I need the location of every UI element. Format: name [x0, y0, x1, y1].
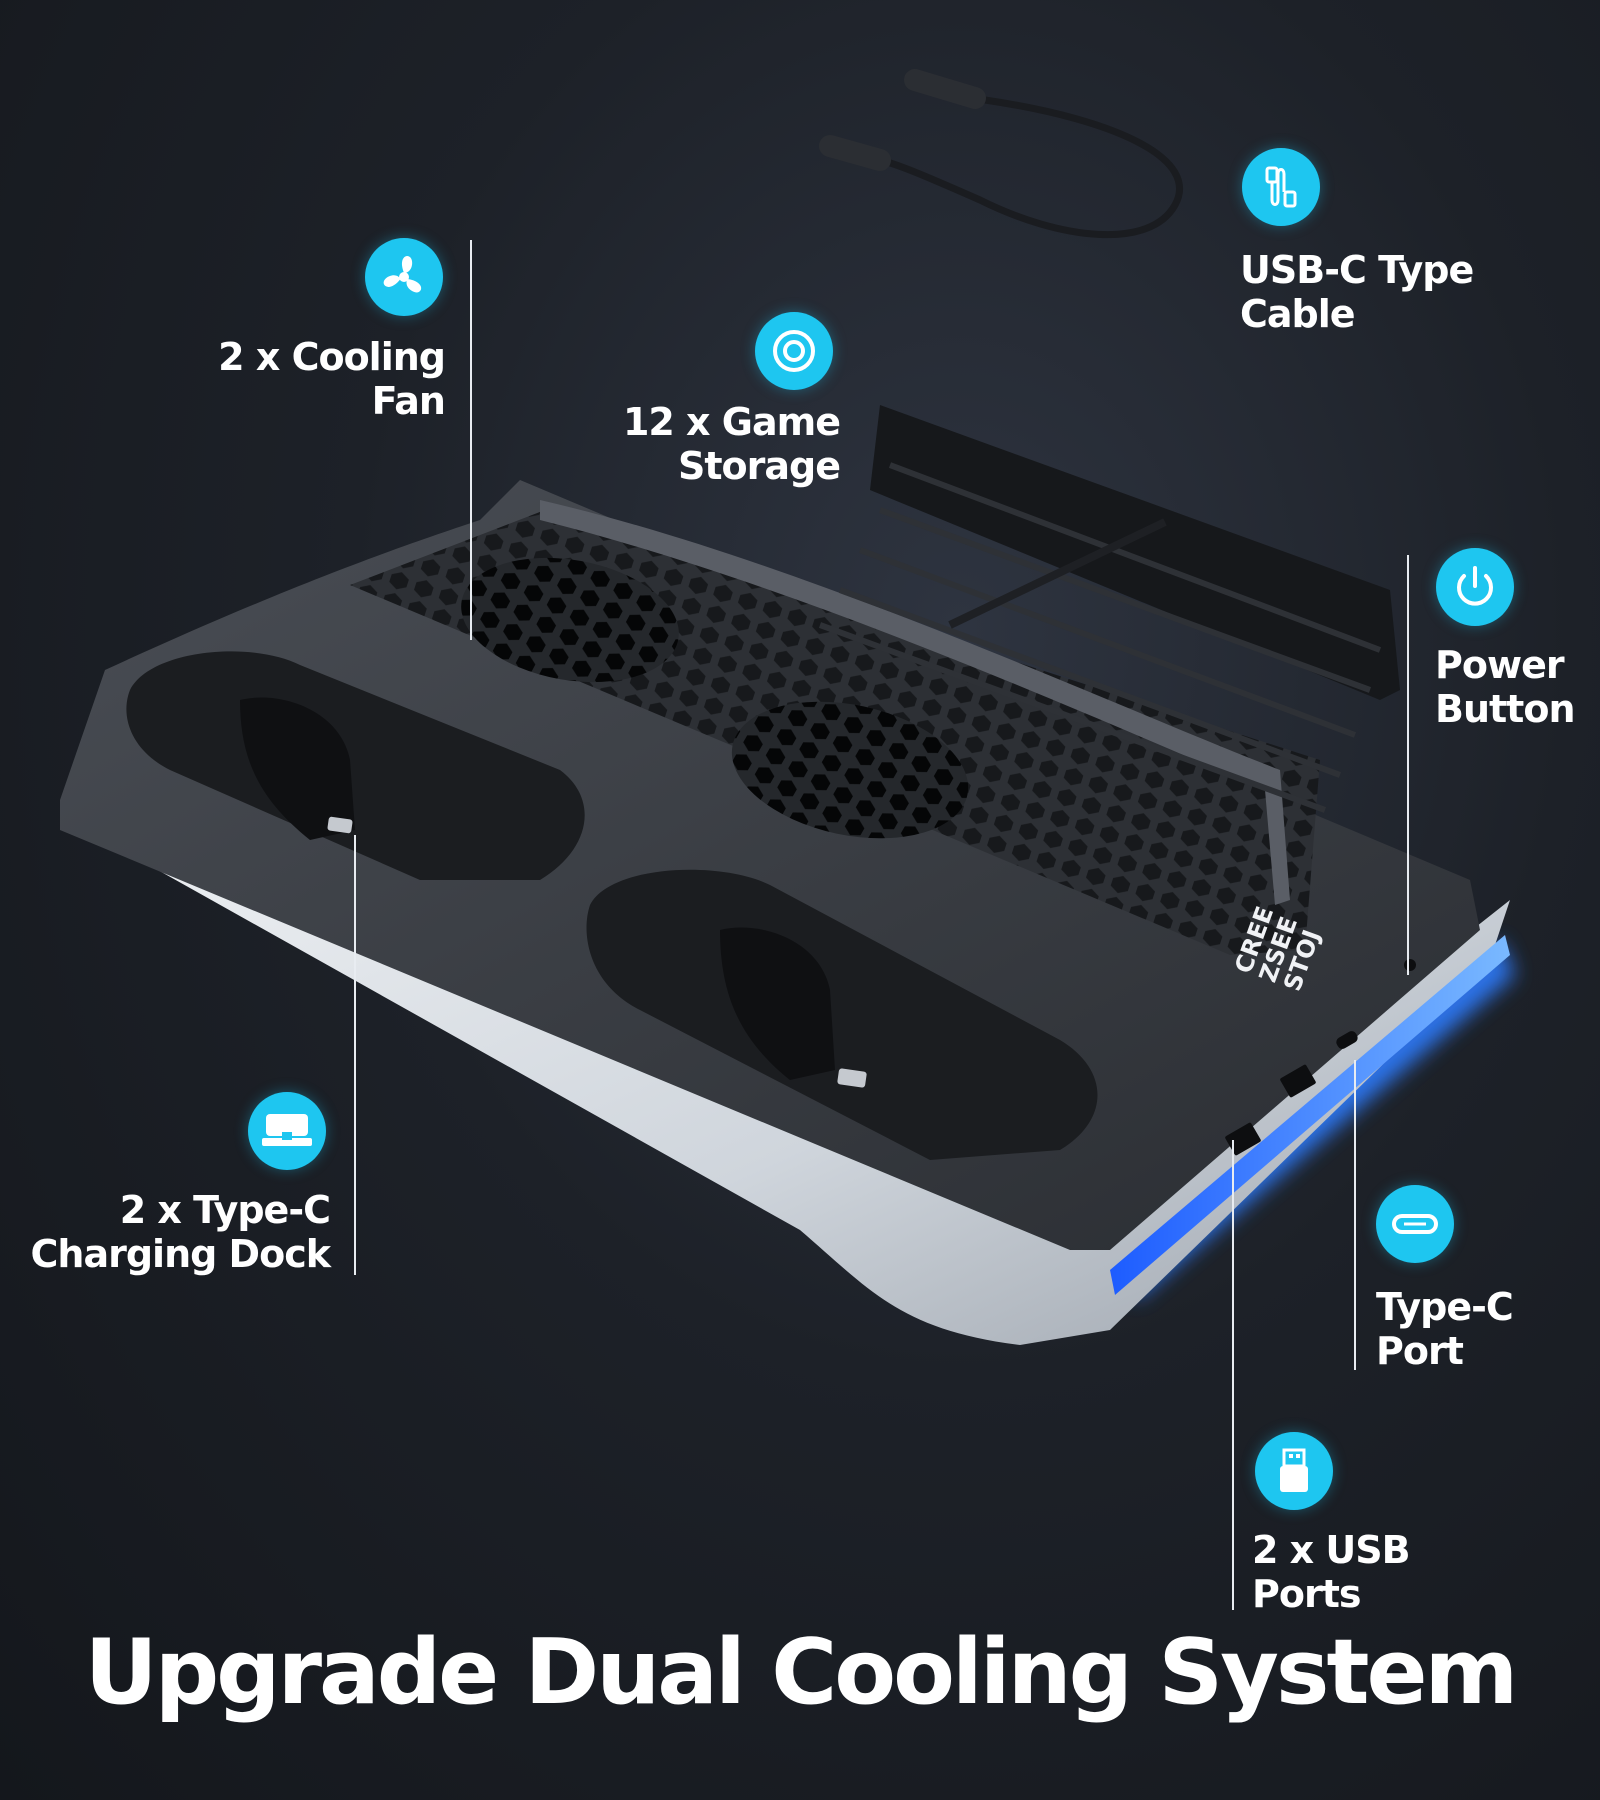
charging-cradle-2 — [586, 869, 1098, 1160]
game-storage-label: 12 x Game Storage — [560, 400, 841, 488]
leader-line-cooling-fan — [470, 240, 472, 640]
disc-icon — [755, 312, 833, 390]
leader-line-charging-dock — [354, 835, 356, 1275]
fan-vent-1 — [461, 557, 679, 683]
usb-icon — [1255, 1432, 1333, 1510]
fan-vent-2 — [731, 701, 969, 839]
usb-ports-label-line1: 2 x USB — [1252, 1528, 1411, 1572]
usb-ports-label: 2 x USB Ports — [1252, 1528, 1452, 1616]
type-c-port-label-line1: Type-C — [1376, 1285, 1514, 1329]
cable-icon — [1242, 148, 1320, 226]
game-storage-rack — [818, 405, 1400, 813]
usb-c-cable — [819, 69, 1184, 239]
charging-dock-label: 2 x Type-C Charging Dock — [30, 1188, 331, 1276]
power-button-label-line1: Power — [1435, 643, 1565, 687]
power-button-label: Power Button — [1435, 643, 1595, 731]
cooling-fan-label-line2: Fan — [371, 379, 446, 423]
dock-icon — [248, 1092, 326, 1170]
usb-c-cable-label-line1: USB-C Type — [1240, 248, 1474, 292]
stand-body — [60, 480, 1480, 1250]
usb-c-cable-label-line2: Cable — [1240, 292, 1356, 336]
leader-line-usb-ports — [1232, 1140, 1234, 1610]
fan-icon — [365, 238, 443, 316]
cooling-fan-label-line1: 2 x Cooling — [218, 335, 446, 379]
usb-ports-label-line2: Ports — [1252, 1572, 1361, 1616]
type-c-port-label: Type-C Port — [1376, 1285, 1576, 1373]
leader-line-type-c-port — [1354, 1060, 1356, 1370]
charging-dock-label-line2: Charging Dock — [30, 1232, 331, 1276]
power-icon — [1436, 548, 1514, 626]
type-c-icon — [1376, 1185, 1454, 1263]
usb-c-cable-label: USB-C Type Cable — [1240, 248, 1540, 336]
cooling-fan-label: 2 x Cooling Fan — [200, 335, 446, 423]
charging-dock-label-line1: 2 x Type-C — [119, 1188, 331, 1232]
charging-cradle-1 — [126, 651, 585, 880]
power-button-label-line2: Button — [1435, 687, 1576, 731]
leader-line-power-button — [1407, 555, 1409, 975]
game-storage-label-line1: 12 x Game — [622, 400, 841, 444]
game-storage-label-line2: Storage — [678, 444, 841, 488]
type-c-port-label-line2: Port — [1376, 1329, 1464, 1373]
led-strip — [1110, 935, 1510, 1295]
headline: Upgrade Dual Cooling System — [84, 1620, 1519, 1725]
